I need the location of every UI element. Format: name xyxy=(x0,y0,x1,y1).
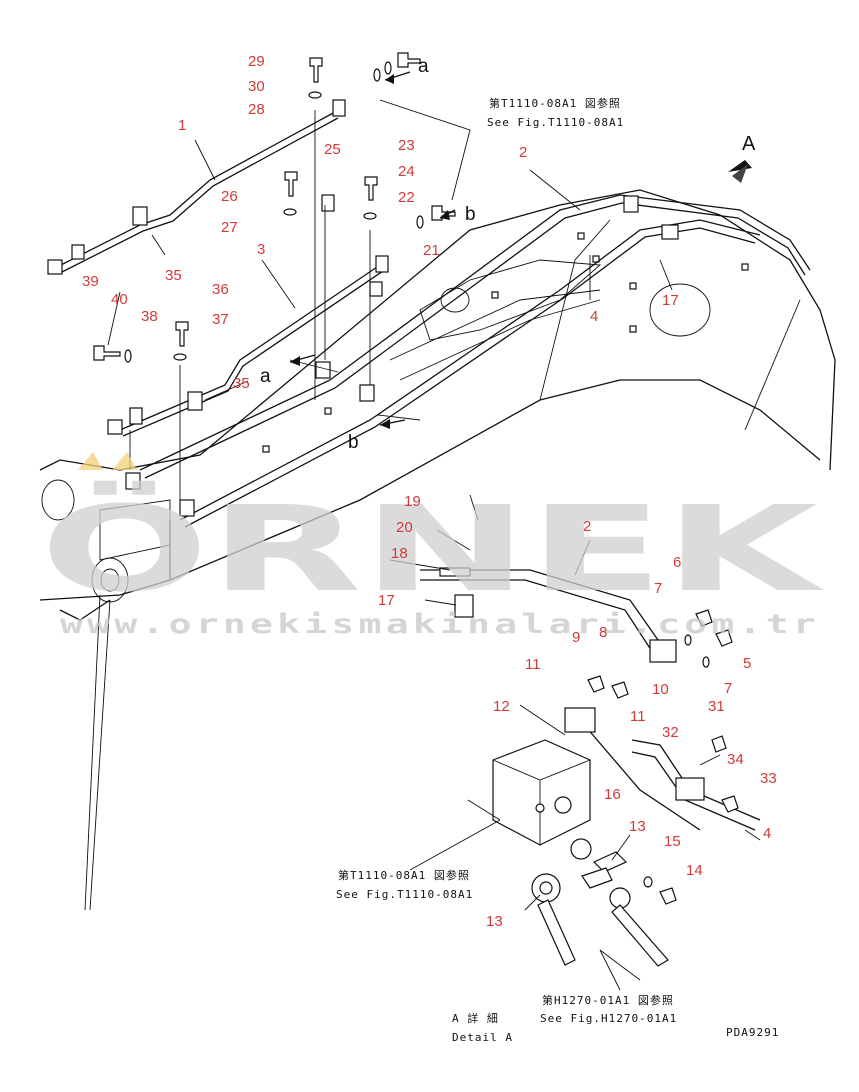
clamps xyxy=(47,99,705,967)
callout-6: 6 xyxy=(673,554,681,571)
letter-b-bottom: b xyxy=(348,432,359,453)
ref-t1110-top-en: See Fig.T1110-08A1 xyxy=(487,116,624,129)
callout-20: 20 xyxy=(396,519,413,536)
callout-4-top: 4 xyxy=(590,308,598,325)
letter-a-top: a xyxy=(418,56,429,77)
callout-30: 30 xyxy=(248,78,265,95)
boom-outline xyxy=(39,189,836,911)
callout-28: 28 xyxy=(248,101,265,118)
callout-29: 29 xyxy=(248,53,265,70)
watermark: ÖRNEK www.ornekismakinalari.com.tr xyxy=(40,452,826,640)
callout-26: 26 xyxy=(221,188,238,205)
callout-31: 31 xyxy=(708,698,725,715)
callout-38: 38 xyxy=(141,308,158,325)
detail-title-en: Detail A xyxy=(452,1031,513,1044)
letter-A: A xyxy=(742,133,756,155)
view-letters: a b a b A xyxy=(260,56,756,453)
pipes xyxy=(54,111,811,831)
ref-t1110-top-jp: 第T1110-08A1 図参照 xyxy=(489,96,621,110)
letter-b-top: b xyxy=(465,204,476,225)
callout-21: 21 xyxy=(423,242,440,259)
callout-18: 18 xyxy=(391,545,408,562)
callout-13-bottom: 13 xyxy=(486,913,503,930)
callout-2-mid: 2 xyxy=(583,518,591,535)
watermark-url: www.ornekismakinalari.com.tr xyxy=(60,609,820,640)
callout-27: 27 xyxy=(221,219,238,236)
callout-35-top: 35 xyxy=(165,267,182,284)
callout-4-bottom: 4 xyxy=(763,825,771,842)
callout-numbers: 29 30 28 1 25 23 24 26 22 27 21 3 35 39 … xyxy=(82,53,777,930)
callout-40: 40 xyxy=(111,291,128,308)
callout-11-bottom: 11 xyxy=(630,708,646,725)
callout-17-mid: 17 xyxy=(378,592,395,609)
callout-13-top: 13 xyxy=(629,818,646,835)
callout-10: 10 xyxy=(652,681,669,698)
boom-rivets xyxy=(262,232,749,453)
direction-arrows xyxy=(289,71,752,429)
callout-23: 23 xyxy=(398,137,415,154)
detail-title-jp: A 詳 細 xyxy=(452,1011,499,1025)
watermark-brand: ÖRNEK xyxy=(40,480,826,618)
letter-a-bottom: a xyxy=(260,366,271,387)
callout-8: 8 xyxy=(599,624,607,641)
callout-3: 3 xyxy=(257,241,265,258)
bolts xyxy=(93,52,739,905)
callout-37: 37 xyxy=(212,311,229,328)
callout-35-bottom: 35 xyxy=(233,375,250,392)
callout-14: 14 xyxy=(686,862,703,879)
reference-notes: 第T1110-08A1 図参照 See Fig.T1110-08A1 第T111… xyxy=(336,96,779,1044)
callout-36: 36 xyxy=(212,281,229,298)
callout-9: 9 xyxy=(572,629,580,646)
callout-2-top: 2 xyxy=(519,144,527,161)
callout-17-top: 17 xyxy=(662,292,679,309)
callout-24: 24 xyxy=(398,163,415,180)
callout-16: 16 xyxy=(604,786,621,803)
callout-34: 34 xyxy=(727,751,744,768)
ref-h1270-jp: 第H1270-01A1 図参照 xyxy=(542,993,674,1007)
callout-19: 19 xyxy=(404,493,421,510)
ref-t1110-mid-en: See Fig.T1110-08A1 xyxy=(336,888,473,901)
callout-22: 22 xyxy=(398,189,415,206)
callout-7-bottom: 7 xyxy=(724,680,732,697)
ref-h1270-en: See Fig.H1270-01A1 xyxy=(540,1012,677,1025)
callout-32: 32 xyxy=(662,724,679,741)
callout-11-top: 11 xyxy=(525,656,541,673)
callout-1: 1 xyxy=(178,117,186,134)
callout-7-top: 7 xyxy=(654,580,662,597)
callout-25: 25 xyxy=(324,141,341,158)
callout-12: 12 xyxy=(493,698,510,715)
ref-t1110-mid-jp: 第T1110-08A1 図参照 xyxy=(338,868,470,882)
callout-33: 33 xyxy=(760,770,777,787)
callout-5: 5 xyxy=(743,655,751,672)
drawing-number: PDA9291 xyxy=(726,1026,779,1039)
callout-15: 15 xyxy=(664,833,681,850)
callout-39: 39 xyxy=(82,273,99,290)
leader-lines xyxy=(107,99,761,991)
